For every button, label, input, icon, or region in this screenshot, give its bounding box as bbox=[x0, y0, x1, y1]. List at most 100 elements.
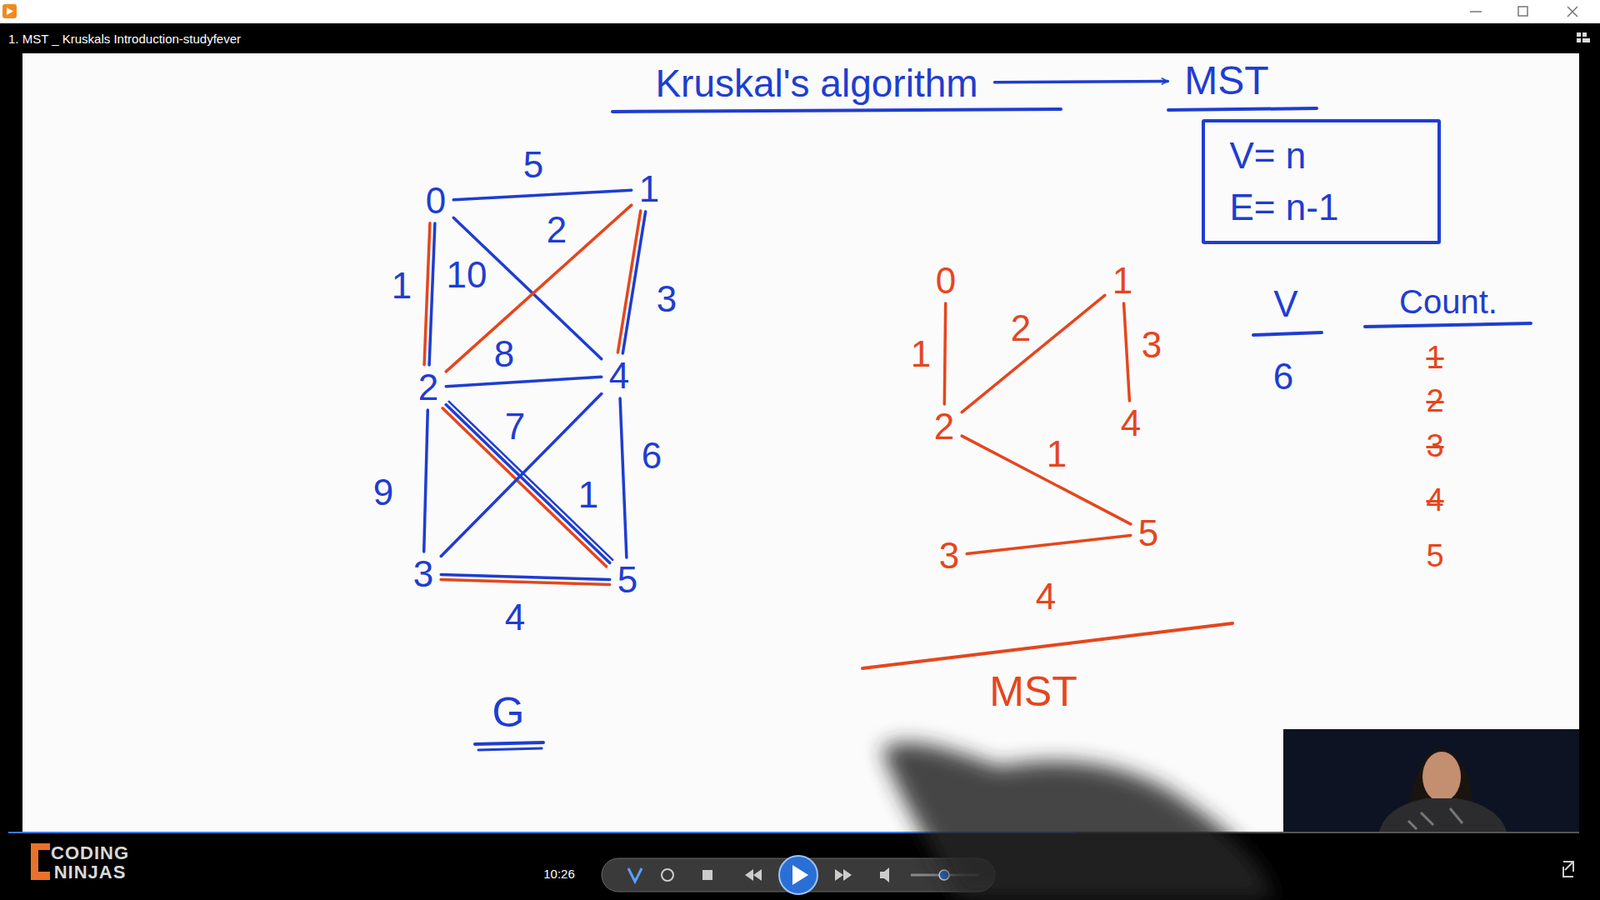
highlight-stroke bbox=[617, 210, 640, 353]
forward-icon bbox=[835, 869, 852, 881]
column-underline bbox=[1365, 323, 1531, 327]
graph-edge bbox=[429, 223, 435, 365]
count-number: 4 bbox=[1425, 484, 1444, 516]
node-text: 1 bbox=[1112, 262, 1133, 300]
mst-rule bbox=[862, 623, 1233, 669]
node-text: 4 bbox=[1120, 405, 1141, 442]
graph-edge bbox=[440, 575, 610, 580]
edge-weight: 3 bbox=[655, 280, 679, 318]
column-header: V bbox=[1273, 285, 1298, 323]
edge-weight: 1 bbox=[1045, 435, 1069, 473]
graph-edge bbox=[966, 535, 1131, 554]
graph-edge bbox=[961, 435, 1131, 525]
play-icon bbox=[792, 865, 809, 885]
logo-mark bbox=[30, 843, 50, 880]
play-button bbox=[779, 855, 818, 895]
mst-vertex: 0 bbox=[932, 262, 960, 300]
popout-icon bbox=[1563, 861, 1574, 877]
graph-edge bbox=[1124, 303, 1130, 401]
node-text: 5 bbox=[617, 561, 638, 599]
minimize-icon bbox=[1470, 10, 1482, 13]
edge-weight: 2 bbox=[545, 211, 569, 249]
formula-box: V= n E= n-1 bbox=[1201, 119, 1441, 245]
highlight-layer bbox=[424, 210, 641, 585]
progress-fill bbox=[8, 831, 1077, 834]
whiteboard bbox=[22, 53, 1580, 832]
graph-vertex: 2 bbox=[415, 369, 442, 406]
menu-icon bbox=[628, 868, 642, 882]
window-chrome bbox=[0, 0, 1600, 24]
progress-track bbox=[8, 831, 1580, 834]
control-bar bbox=[0, 831, 1600, 900]
edge-weight: 9 bbox=[371, 474, 395, 511]
edge-layer bbox=[424, 80, 1169, 580]
title-band bbox=[0, 23, 1600, 54]
graph-edge bbox=[445, 405, 610, 564]
column-header: Count. bbox=[1399, 285, 1498, 319]
edge-weight: 3 bbox=[1140, 326, 1164, 364]
node-text: 1 bbox=[639, 170, 660, 208]
highlight-stroke bbox=[449, 401, 614, 560]
edge-weight: 10 bbox=[445, 256, 490, 294]
edge-weight: 7 bbox=[503, 408, 527, 445]
heading-underline bbox=[1168, 108, 1317, 110]
logo-text: CODING bbox=[50, 844, 130, 863]
count-number: 2 bbox=[1425, 385, 1444, 417]
node-text: 2 bbox=[934, 408, 955, 445]
graph-name: G bbox=[492, 691, 525, 734]
vertex-count: 6 bbox=[1273, 358, 1294, 395]
restore-icon bbox=[1518, 6, 1528, 16]
edge-weight: 1 bbox=[909, 335, 933, 373]
edge-weight: 4 bbox=[1034, 578, 1058, 615]
repeat-icon bbox=[661, 869, 674, 881]
heading-text: MST bbox=[1180, 60, 1272, 101]
mst-vertex: 2 bbox=[930, 408, 958, 445]
edge-weight: 1 bbox=[390, 267, 414, 305]
title-text: Kruskal's algorithm bbox=[651, 64, 981, 103]
node-text: Kruskal's algorithm bbox=[655, 64, 978, 103]
graph-edge bbox=[445, 376, 602, 386]
graph-name-underline bbox=[475, 742, 544, 745]
graph-edge bbox=[440, 394, 602, 557]
node-text: E= n-1 bbox=[1230, 189, 1413, 226]
presenter-face bbox=[1422, 751, 1461, 802]
time-code: 10:26 bbox=[543, 867, 575, 880]
node-text: 5 bbox=[1138, 515, 1159, 552]
edge-weight: 5 bbox=[521, 146, 545, 184]
graph-edge bbox=[453, 190, 632, 200]
count-number: 3 bbox=[1425, 430, 1444, 462]
presenter-hand bbox=[881, 742, 1275, 900]
mst-vertex: 1 bbox=[1109, 262, 1136, 300]
node-text: 3 bbox=[939, 537, 960, 575]
graph-edge bbox=[424, 410, 429, 552]
window-title: 1. MST _ Kruskals Introduction-studyfeve… bbox=[8, 32, 241, 45]
graph-edge bbox=[944, 303, 945, 405]
webcam-frame bbox=[1283, 729, 1580, 832]
edge-weight: 1 bbox=[576, 476, 600, 514]
logo-text: NINJAS bbox=[54, 863, 127, 882]
graph-name-underline bbox=[478, 748, 542, 750]
graph-vertex: 4 bbox=[605, 357, 633, 395]
app-icon-glyph bbox=[6, 7, 14, 15]
title-underline bbox=[612, 109, 1061, 112]
highlight-stroke bbox=[440, 580, 610, 585]
presenter-pattern bbox=[1408, 808, 1463, 830]
mst-vertex: 3 bbox=[935, 537, 963, 575]
mst-vertex: 5 bbox=[1135, 515, 1162, 552]
stop-icon bbox=[702, 870, 713, 880]
node-text: 2 bbox=[418, 369, 439, 406]
graph-edge bbox=[961, 295, 1105, 412]
graph-vertex: 3 bbox=[410, 555, 437, 593]
node-text: 0 bbox=[935, 262, 956, 300]
edge-weight: 6 bbox=[640, 437, 664, 475]
graph-vertex: 0 bbox=[422, 182, 450, 220]
node-text: 4 bbox=[609, 357, 630, 395]
node-text: V= n bbox=[1230, 137, 1413, 175]
count-number: 1 bbox=[1425, 341, 1444, 374]
graph-edge bbox=[622, 211, 645, 354]
flow-arrow bbox=[995, 80, 1169, 82]
presenter-body bbox=[1379, 798, 1507, 832]
rewind-icon bbox=[745, 869, 762, 881]
